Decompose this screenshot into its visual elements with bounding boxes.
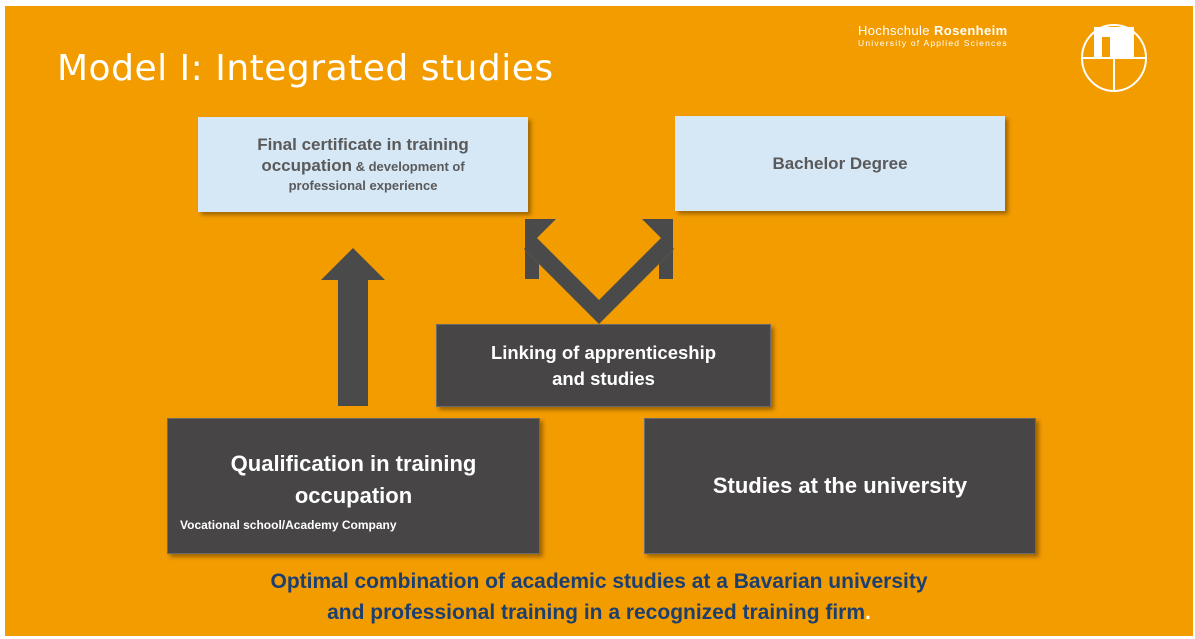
logo-name-bold: Rosenheim [933, 23, 1008, 38]
qualification-title-line1: Qualification in training [230, 451, 477, 476]
final-certificate-development: & development of [351, 159, 465, 174]
qualification-subtitle: Vocational school/Academy Company [180, 518, 397, 532]
logo-subtitle: University of Applied Sciences [858, 38, 1008, 48]
final-certificate-occupation: occupation [261, 156, 352, 175]
final-certificate-box: Final certificate in training occupation… [198, 117, 528, 212]
qualification-title-line2: occupation [294, 483, 413, 508]
final-certificate-line1: Final certificate in training [257, 135, 469, 154]
footer-line2-wrap: and professional training in a recognize… [5, 597, 1193, 628]
university-logo: Hochschule Rosenheim University of Appli… [858, 23, 1158, 93]
slide: Model I: Integrated studies Hochschule R… [5, 6, 1193, 636]
flow-arrows [321, 219, 674, 406]
logo-name-regular: Hochschule [858, 23, 934, 38]
footer-line2: and professional training in a recognize… [327, 601, 866, 624]
split-arrow-body-icon [524, 237, 674, 324]
bachelor-degree-label: Bachelor Degree [772, 153, 908, 173]
qualification-box: Qualification in training occupation Voc… [167, 418, 540, 554]
logo-name: Hochschule Rosenheim [858, 23, 1008, 38]
up-arrow-icon [321, 248, 385, 406]
logo-mark-icon [1081, 24, 1147, 92]
studies-label: Studies at the university [712, 473, 968, 498]
footer-line1: Optimal combination of academic studies … [270, 570, 928, 593]
final-certificate-line2: occupation & development of [261, 155, 464, 177]
footer-period: . [865, 601, 871, 624]
slide-title: Model I: Integrated studies [57, 48, 554, 89]
linking-box: Linking of apprenticeship and studies [436, 324, 771, 407]
studies-box: Studies at the university [644, 418, 1036, 554]
final-certificate-line3: professional experience [288, 178, 438, 193]
bachelor-degree-box: Bachelor Degree [675, 116, 1005, 211]
linking-line1: Linking of apprenticeship [490, 341, 717, 363]
linking-line2: and studies [552, 367, 655, 389]
footer-statement: Optimal combination of academic studies … [5, 566, 1193, 628]
